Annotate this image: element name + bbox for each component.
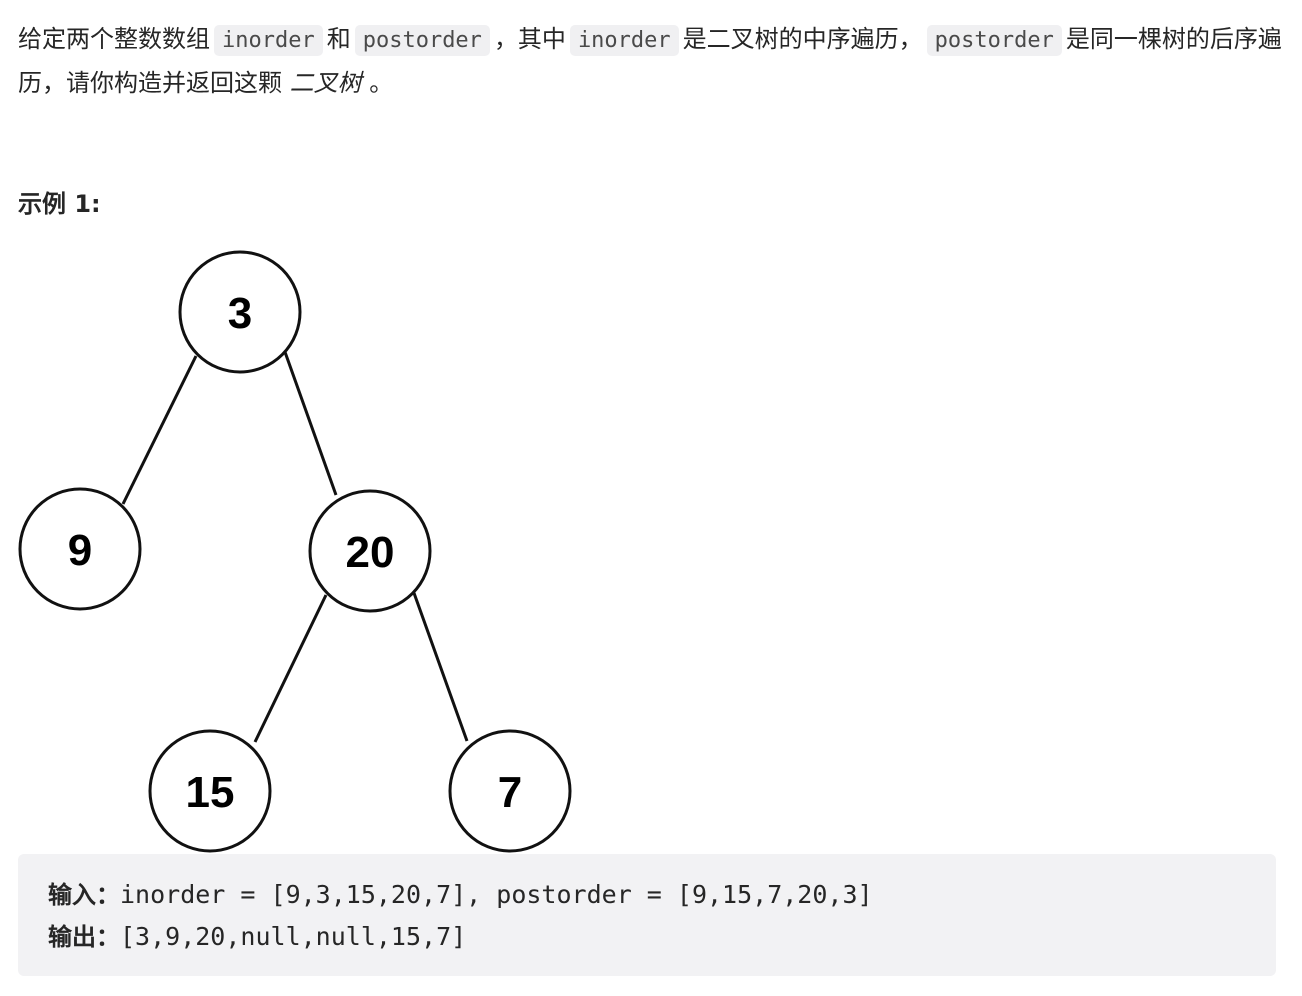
tree-edge-3-20 [283, 351, 338, 496]
tree-node-circle [448, 729, 572, 853]
tree-node-label: 20 [346, 528, 395, 577]
tree-node-label: 3 [228, 289, 252, 338]
tree-edge-3-9 [121, 355, 198, 505]
example-output-row: 输出：[3,9,20,null,null,15,7] [48, 916, 1246, 958]
tree-node-circle [148, 729, 272, 853]
inline-code: postorder [354, 25, 490, 56]
tree-node-9: 9 [18, 487, 142, 611]
output-label: 输出： [48, 923, 120, 951]
tree-node-circle [178, 250, 302, 374]
tree-node-label: 7 [498, 768, 522, 817]
example-input-row: 输入：inorder = [9,3,15,20,7], postorder = … [48, 874, 1246, 916]
tree-node-3: 3 [178, 250, 302, 374]
tree-edges [121, 351, 469, 743]
inline-code: postorder [926, 25, 1062, 56]
input-label: 输入： [48, 881, 120, 909]
tree-node-circle [18, 487, 142, 611]
tree-node-15: 15 [148, 729, 272, 853]
tree-node-label: 9 [68, 526, 92, 575]
example-title: 示例 1: [18, 190, 101, 218]
desc-text: 给定两个整数数组 [18, 25, 210, 53]
desc-text: ，其中 [493, 25, 566, 53]
output-value: [3,9,20,null,null,15,7] [120, 922, 467, 951]
tree-node-circle [308, 489, 432, 613]
desc-text: 和 [326, 25, 351, 53]
input-value: inorder = [9,3,15,20,7], postorder = [9,… [120, 880, 873, 909]
tree-node-20: 20 [308, 489, 432, 613]
binary-tree-diagram: 3 9 20 15 7 [18, 250, 572, 853]
desc-text: 是二叉树的中序遍历， [682, 25, 923, 53]
desc-text: 。 [369, 69, 394, 97]
desc-text: 是同一棵树的后序遍历，请你构造并返回这颗 [18, 25, 1282, 97]
tree-node-7: 7 [448, 729, 572, 853]
desc-emphasis: 二叉树 [289, 69, 362, 97]
inline-code: inorder [569, 25, 679, 56]
inline-code: inorder [214, 25, 323, 56]
tree-edge-20-15 [253, 594, 328, 743]
tree-edge-20-7 [412, 592, 469, 742]
example-code-block: 输入：inorder = [9,3,15,20,7], postorder = … [18, 854, 1276, 976]
tree-node-label: 15 [186, 768, 235, 817]
